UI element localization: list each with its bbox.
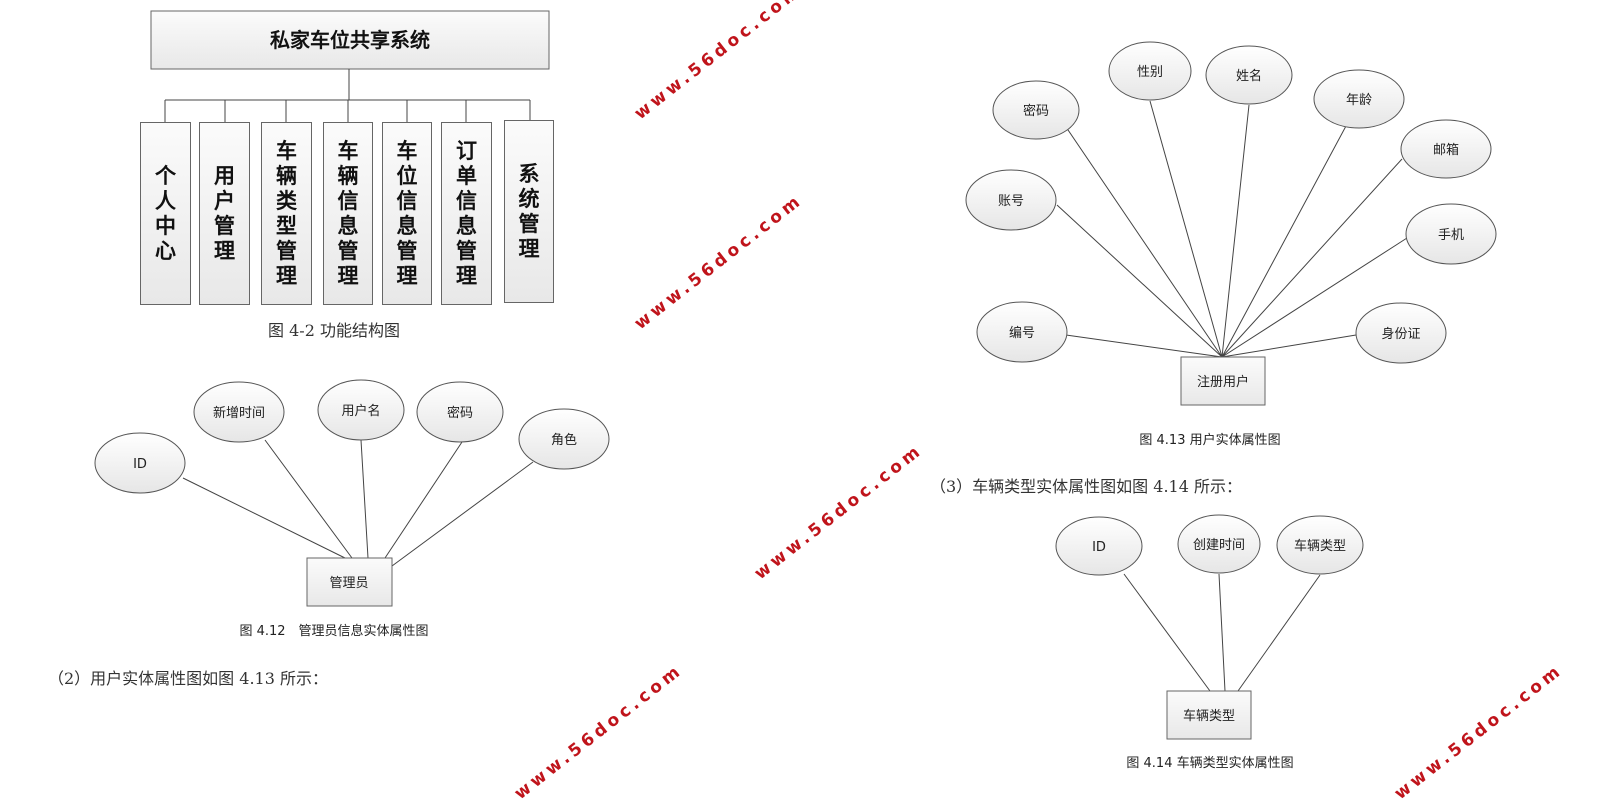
- attribute-label: ID: [1092, 540, 1106, 555]
- paragraph: （2）用户实体属性图如图 4.13 所示：: [48, 669, 328, 688]
- module-box: 用户管理: [199, 122, 250, 305]
- module-box: 车辆类型管理: [261, 122, 312, 305]
- attribute-ellipse: [193, 381, 285, 443]
- attribute-ellipse: [965, 169, 1057, 231]
- attribute-label: 密码: [1023, 103, 1049, 119]
- figure-caption: 图 4-2 功能结构图: [268, 321, 400, 340]
- figure-caption: 图 4.13 用户实体属性图: [1139, 432, 1280, 448]
- attribute-ellipse: [518, 408, 610, 470]
- attribute-ellipse: [416, 381, 504, 443]
- system-title: 私家车位共享系统: [270, 28, 430, 52]
- module-box: 系统管理: [504, 120, 554, 303]
- module-label: 车辆信息管理: [337, 138, 359, 288]
- attribute-ellipse: [1108, 41, 1192, 101]
- watermark: www.56doc.com: [1391, 660, 1567, 804]
- entity-label: 注册用户: [1197, 374, 1249, 390]
- attribute-label: 用户名: [341, 403, 380, 419]
- attribute-ellipse: [1313, 69, 1405, 129]
- system-title-box: [150, 10, 550, 70]
- paragraph: （3）车辆类型实体属性图如图 4.14 所示：: [930, 477, 1242, 496]
- module-label: 系统管理: [518, 161, 540, 261]
- entity-box: [306, 557, 393, 607]
- admin-er-diagram: ID 新增时间 用户名 密码 角色 管理员 图 4.12 管理员信息实体属性图: [94, 379, 610, 639]
- attribute-ellipse: [1177, 514, 1261, 574]
- vehicle-type-er-diagram: ID 创建时间 车辆类型 车辆类型 图 4.14 车辆类型实体属性图: [1055, 514, 1364, 771]
- attribute-ellipse: [94, 432, 186, 494]
- module-box: 车位信息管理: [382, 122, 432, 305]
- attribute-label: ID: [133, 457, 147, 472]
- module-box: 车辆信息管理: [323, 122, 373, 305]
- attribute-label: 创建时间: [1193, 538, 1245, 553]
- attribute-ellipse: [1400, 119, 1492, 179]
- attribute-ellipse: [1205, 45, 1293, 105]
- attribute-label: 性别: [1137, 65, 1163, 80]
- attribute-label: 账号: [998, 194, 1024, 209]
- module-box: 个人中心: [140, 122, 191, 305]
- attribute-ellipse: [317, 379, 405, 441]
- entity-label: 管理员: [329, 576, 368, 591]
- watermark: www.56doc.com: [631, 190, 807, 334]
- attribute-ellipse: [1055, 516, 1143, 576]
- attribute-label: 新增时间: [213, 405, 265, 421]
- user-er-diagram: 密码 性别 姓名 年龄 邮箱 账号 手机 编号 身份证 注册用户 图 4.13 …: [965, 41, 1497, 448]
- module-label: 用户管理: [214, 163, 235, 263]
- attribute-ellipse: [1355, 302, 1447, 364]
- module-label: 个人中心: [155, 163, 176, 263]
- entity-box: [1166, 690, 1252, 740]
- module-label: 订单信息管理: [456, 138, 477, 288]
- attribute-label: 密码: [447, 405, 473, 421]
- attribute-label: 车辆类型: [1294, 538, 1346, 554]
- entity-label: 车辆类型: [1183, 708, 1235, 724]
- watermark: www.56doc.com: [751, 440, 927, 584]
- attribute-ellipse: [992, 80, 1080, 140]
- attribute-label: 角色: [551, 432, 577, 448]
- attribute-ellipse: [1405, 203, 1497, 265]
- attribute-ellipse: [976, 301, 1068, 363]
- attribute-label: 编号: [1009, 326, 1035, 341]
- attribute-label: 年龄: [1346, 93, 1372, 108]
- connector-lines: [164, 69, 531, 122]
- module-label: 车辆类型管理: [276, 138, 297, 288]
- watermark: www.56doc.com: [511, 660, 687, 804]
- module-box: 订单信息管理: [441, 122, 492, 305]
- entity-box: [1180, 356, 1266, 406]
- attribute-label: 姓名: [1236, 68, 1262, 84]
- attribute-label: 邮箱: [1433, 142, 1459, 158]
- figure-caption: 图 4.14 车辆类型实体属性图: [1126, 755, 1293, 771]
- attribute-ellipse: [1276, 515, 1364, 575]
- function-structure-chart: 私家车位共享系统 图 4-2 功能结构图: [150, 10, 550, 340]
- watermark: www.56doc.com: [631, 0, 807, 124]
- figure-caption: 图 4.12 管理员信息实体属性图: [239, 623, 428, 639]
- module-label: 车位信息管理: [396, 138, 418, 288]
- attribute-label: 手机: [1438, 228, 1464, 243]
- attribute-label: 身份证: [1381, 326, 1420, 342]
